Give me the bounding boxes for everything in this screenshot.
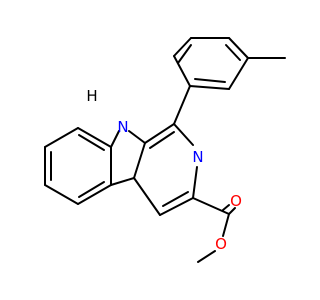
bond bbox=[144, 123, 175, 144]
bond bbox=[133, 142, 146, 179]
bond bbox=[173, 37, 192, 57]
bond bbox=[228, 37, 249, 59]
bond bbox=[222, 213, 230, 237]
bond bbox=[78, 134, 105, 151]
bond bbox=[149, 131, 175, 149]
atom-nh: N H bbox=[86, 87, 128, 136]
atom-o-ester: O bbox=[215, 235, 227, 253]
bond bbox=[192, 197, 230, 215]
bond bbox=[189, 85, 230, 90]
bond bbox=[128, 130, 146, 144]
bond bbox=[173, 85, 191, 125]
bond bbox=[173, 55, 191, 87]
bond bbox=[162, 191, 189, 207]
bond bbox=[77, 184, 112, 205]
bond bbox=[110, 130, 120, 148]
bond bbox=[78, 181, 105, 198]
bond bbox=[44, 184, 79, 205]
bond bbox=[194, 78, 226, 83]
atom-nh-h: H bbox=[86, 87, 97, 105]
bond bbox=[228, 207, 236, 215]
bond bbox=[197, 250, 216, 263]
bonds bbox=[44, 37, 286, 263]
molecule-structure: N H N O O bbox=[44, 37, 286, 263]
bond bbox=[44, 127, 79, 148]
bond bbox=[110, 177, 135, 186]
bond bbox=[225, 44, 241, 61]
bond bbox=[222, 204, 230, 211]
bond bbox=[177, 44, 192, 64]
atom-n-ring: N bbox=[192, 148, 203, 166]
bond bbox=[133, 177, 161, 216]
atom-o-carbonyl: O bbox=[230, 192, 242, 210]
bond bbox=[159, 197, 194, 216]
bond bbox=[192, 166, 198, 199]
bond bbox=[77, 127, 112, 148]
atom-nh-n: N bbox=[117, 118, 128, 136]
bond bbox=[173, 123, 194, 146]
bond bbox=[228, 57, 249, 90]
